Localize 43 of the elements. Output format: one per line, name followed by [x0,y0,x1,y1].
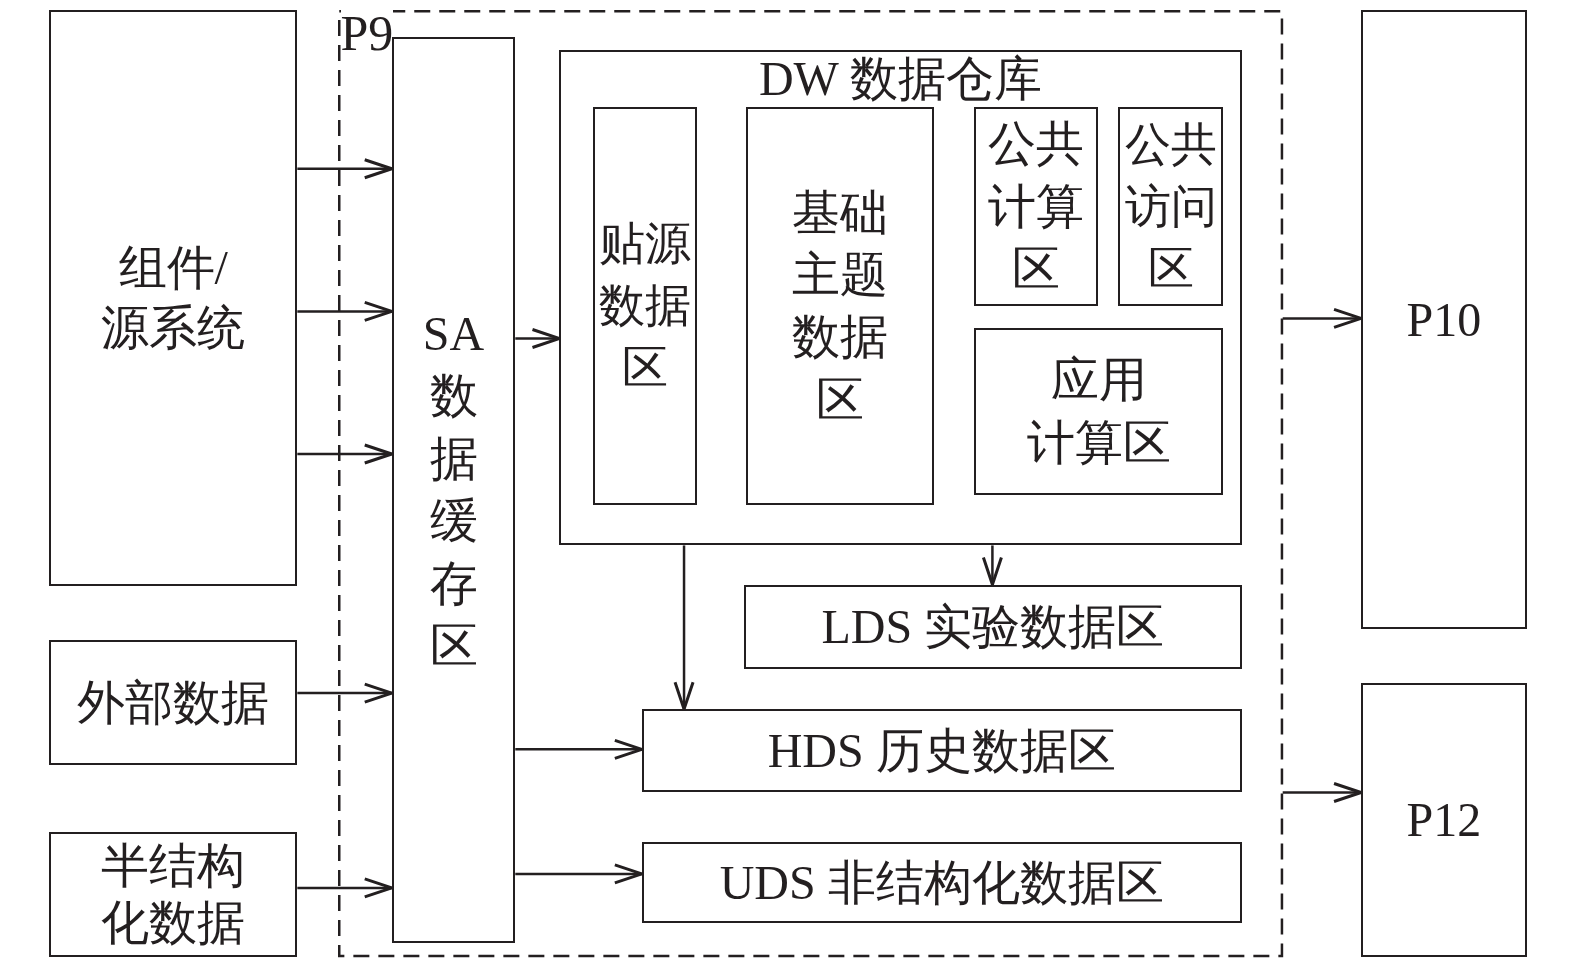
arrow [297,300,394,322]
box-label: 贴源数据区 [597,217,692,396]
box-label: P10 [1406,291,1482,348]
box-label: 应用计算区 [1025,352,1172,471]
box-label: 公共访问区 [1123,117,1218,296]
zone-box [641,841,1242,924]
box-label: HDS 历史数据区 [767,723,1116,779]
arrow [297,682,394,704]
box-label: 外部数据 [77,674,270,731]
arrow [297,877,394,899]
source-box [49,639,298,766]
zone-box [641,709,1242,793]
zone-box [974,107,1098,307]
arrow [1282,307,1363,329]
box-label: 半结构化数据 [101,837,246,952]
zone-box [746,107,935,506]
zone-box [1117,107,1224,307]
box-label: 公共计算区 [987,116,1086,298]
box-label: UDS 非结构化数据区 [719,854,1164,911]
box-label: 组件/源系统 [101,239,246,356]
zone-box [744,584,1242,669]
arrow [297,158,394,180]
dashed-group-frame [337,10,1283,958]
output-box [1361,683,1527,958]
source-box [49,831,298,958]
arrow [981,545,1003,587]
box-label: LDS 实验数据区 [821,598,1165,655]
arrow [673,545,695,711]
box-label: SA 数据缓存区 [421,305,486,674]
output-box [1361,10,1527,629]
warehouse-panel [559,50,1242,546]
group-title: DW 数据仓库 [758,54,1043,105]
storage-column [391,37,516,944]
source-box [49,10,298,586]
arrow [515,738,644,760]
arrow [515,863,644,885]
arrow [297,443,394,465]
arrow [1282,782,1363,803]
zone-box [592,107,698,506]
box-label: P12 [1406,792,1482,849]
arrow [515,328,561,349]
zone-box [974,328,1224,496]
box-label: 基础主题数据区 [791,184,890,428]
